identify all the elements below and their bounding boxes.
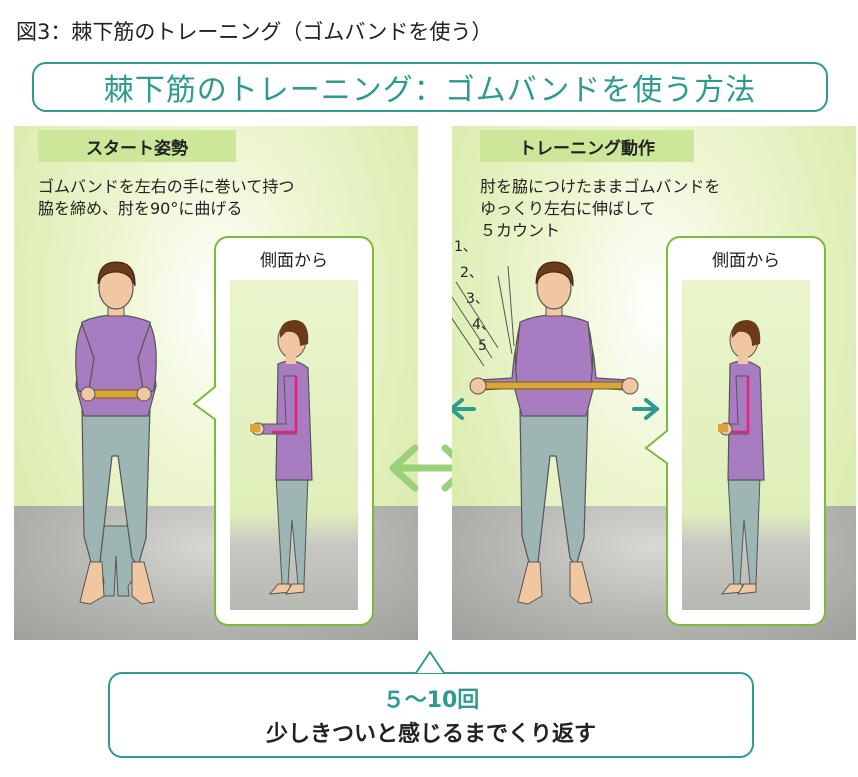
start-posture-panel: スタート姿勢 ゴムバンドを左右の手に巻いて持つ 脇を締め、肘を90°に曲げる 側… bbox=[14, 126, 418, 640]
bubble-tail bbox=[644, 429, 669, 465]
side-view-caption: 側面から bbox=[260, 251, 328, 271]
side-person-motion bbox=[718, 320, 765, 595]
count-label: 2、 bbox=[460, 265, 483, 281]
description-line: ５カウント bbox=[480, 221, 561, 240]
training-motion-description: 肘を脇につけたままゴムバンドを ゆっくり左右に伸ばして ５カウント bbox=[480, 176, 720, 242]
count-label: 3、 bbox=[466, 291, 489, 307]
summary-note: 少しきついと感じるまでくり返す bbox=[265, 722, 596, 747]
arrow-left-icon bbox=[452, 398, 476, 420]
repetition-count: ５～10回 bbox=[382, 688, 480, 713]
main-title: 棘下筋のトレーニング：ゴムバンドを使う方法 bbox=[32, 62, 828, 112]
description-line: 肘を脇につけたままゴムバンドを bbox=[480, 177, 721, 196]
description-line: ゴムバンドを左右の手に巻いて持つ bbox=[38, 177, 295, 196]
arrow-right-icon bbox=[632, 398, 659, 420]
training-motion-panel: トレーニング動作 肘を脇につけたままゴムバンドを ゆっくり左右に伸ばして ５カウ… bbox=[452, 126, 856, 640]
training-motion-tag: トレーニング動作 bbox=[480, 130, 694, 162]
count-label: 5 bbox=[478, 338, 487, 354]
count-label: 1、 bbox=[454, 239, 477, 255]
bubble-tail bbox=[192, 385, 217, 421]
start-posture-tag: スタート姿勢 bbox=[38, 130, 236, 162]
description-line: 脇を締め、肘を90°に曲げる bbox=[38, 199, 243, 218]
front-person-start bbox=[75, 261, 157, 605]
summary-tail bbox=[415, 650, 445, 674]
start-posture-description: ゴムバンドを左右の手に巻いて持つ 脇を締め、肘を90°に曲げる bbox=[38, 176, 294, 220]
side-view-scene bbox=[230, 280, 358, 610]
side-view-bubble: 側面から bbox=[214, 236, 374, 626]
summary-box: ５～10回 少しきついと感じるまでくり返す bbox=[108, 672, 754, 758]
front-person-motion bbox=[452, 261, 639, 605]
side-person-start bbox=[250, 320, 313, 595]
side-view-caption: 側面から bbox=[712, 251, 780, 271]
description-line: ゆっくり左右に伸ばして bbox=[480, 199, 656, 218]
double-arrow-icon bbox=[389, 444, 471, 492]
figure-label: 図3：棘下筋のトレーニング（ゴムバンドを使う） bbox=[16, 20, 493, 44]
side-view-bubble: 側面から bbox=[666, 236, 826, 626]
side-view-scene bbox=[682, 280, 810, 610]
